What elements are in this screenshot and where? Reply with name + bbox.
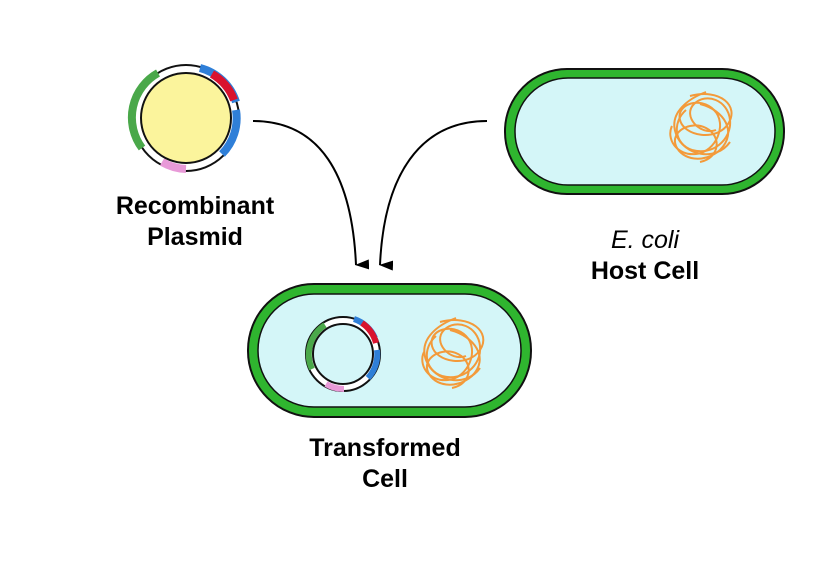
plasmid-segment-pink bbox=[159, 158, 187, 173]
transformed-cell-label: Transformed Cell bbox=[280, 433, 490, 495]
recombinant-plasmid-icon bbox=[127, 64, 241, 173]
transformed-cell-icon bbox=[247, 283, 532, 418]
plasmid-to-cell-arrow-icon bbox=[252, 120, 370, 270]
plasmid-segment-blue-right bbox=[219, 109, 241, 157]
host-cell-label-line1: E. coli bbox=[610, 226, 680, 254]
inner-plasmid-icon bbox=[305, 316, 381, 392]
host-cell-icon bbox=[504, 68, 785, 195]
plasmid-label: Recombinant Plasmid bbox=[90, 191, 300, 253]
transformed-cell-label-line1: Transformed bbox=[309, 434, 461, 462]
chromosome-icon bbox=[421, 317, 485, 389]
host-cell-label-line2: Host Cell bbox=[590, 257, 700, 285]
plasmid-label-line1: Recombinant bbox=[115, 192, 275, 220]
plasmid-segment-green bbox=[127, 69, 161, 151]
transformed-cell-label-line2: Cell bbox=[362, 465, 408, 493]
chromosome-icon bbox=[669, 91, 733, 163]
host-cell-label: E. coli Host Cell bbox=[560, 225, 730, 287]
plasmid-segment-red bbox=[209, 70, 238, 102]
plasmid-label-line2: Plasmid bbox=[147, 223, 243, 251]
host-to-cell-arrow-icon bbox=[379, 120, 488, 271]
